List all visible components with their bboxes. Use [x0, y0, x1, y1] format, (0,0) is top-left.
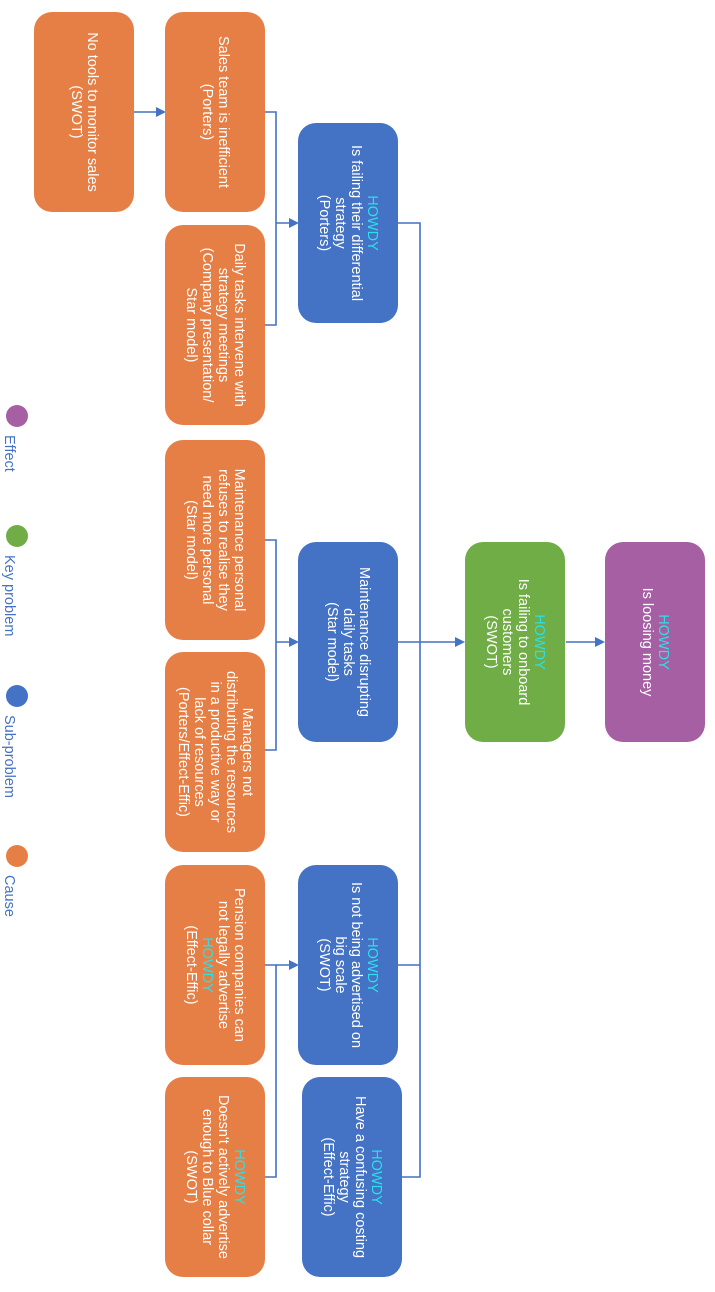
- node-text: Doesn't actively advertise: [215, 1095, 231, 1259]
- subproblem-maintenance-disrupting: Maintenance disrupting daily tasks (Star…: [298, 542, 398, 742]
- node-text: Is failing to onboard: [515, 578, 531, 706]
- node-text: (Porters): [316, 194, 332, 252]
- node-text: distributing the resources: [223, 671, 239, 833]
- node-text: No tools to monitor sales: [84, 32, 100, 192]
- howdy-label: HOWDY: [364, 195, 380, 251]
- subproblem-costing: HOWDY Have a confusing costing strategy …: [302, 1077, 402, 1277]
- node-text: Star model): [183, 287, 199, 363]
- node-text: lack of resources: [191, 697, 207, 807]
- sub-problem-swatch-icon: [6, 685, 28, 707]
- cause-maintenance-personal: Maintenance personal refuses to realise …: [165, 440, 265, 640]
- node-text: (Company presentation/: [199, 247, 215, 403]
- legend-label: Sub-problem: [1, 715, 17, 799]
- cause-no-tools: No tools to monitor sales (SWOT): [34, 12, 134, 212]
- node-text: customers: [499, 608, 515, 676]
- node-text: (Effect-Effic): [183, 925, 199, 1005]
- effect-swatch-icon: [6, 405, 28, 427]
- node-text: Maintenance personal: [231, 468, 247, 612]
- node-text: strategy meetings: [215, 267, 231, 383]
- node-text: (SWOT): [316, 938, 332, 992]
- node-text: refuses to realise they: [215, 469, 231, 611]
- node-text: Pension companies can: [231, 888, 247, 1042]
- arrow-causes-to-maintenance: [265, 539, 277, 751]
- node-text: (SWOT): [183, 1150, 199, 1204]
- howdy-label: HOWDY: [368, 1149, 384, 1205]
- node-text: in a productive way or: [207, 681, 223, 823]
- node-text: big scale: [332, 936, 348, 994]
- howdy-label: HOWDY: [655, 614, 671, 670]
- arrow-causes-to-not-advertised: [265, 964, 277, 1178]
- node-text: Is failing their differential: [348, 144, 364, 302]
- node-text: Sales team is inefficient: [215, 35, 231, 189]
- node-text: (Effect-Effic): [320, 1137, 336, 1217]
- legend-label: Effect: [1, 435, 17, 472]
- cause-sales-team: Sales team is inefficient (Porters): [165, 12, 265, 212]
- node-text: (SWOT): [483, 615, 499, 669]
- node-text: need more personal: [199, 475, 215, 605]
- node-text: strategy: [332, 197, 348, 249]
- node-text: Maintenance disrupting: [356, 567, 372, 717]
- node-text: strategy: [336, 1151, 352, 1203]
- node-text: (Porters): [199, 83, 215, 141]
- arrow-causes-to-differential: [265, 111, 277, 326]
- node-text: Daily tasks intervene with: [231, 243, 247, 407]
- node-text: Have a confusing costing: [352, 1095, 368, 1259]
- node-text: not legally advertise: [215, 900, 231, 1030]
- howdy-label: HOWDY: [199, 937, 215, 993]
- key-problem-onboard: HOWDY Is failing to onboard customers (S…: [465, 542, 565, 742]
- node-text: Is not being advertised on: [348, 881, 364, 1049]
- howdy-label: HOWDY: [231, 1149, 247, 1205]
- node-text: (Porters/Effect-Effic): [175, 687, 191, 817]
- subproblem-not-advertised: HOWDY Is not being advertised on big sca…: [298, 865, 398, 1065]
- cause-managers: Managers not distributing the resources …: [165, 652, 265, 852]
- key-problem-swatch-icon: [6, 525, 28, 547]
- node-text: Is loosing money: [639, 587, 655, 697]
- cause-swatch-icon: [6, 845, 28, 867]
- howdy-label: HOWDY: [531, 614, 547, 670]
- node-text: Managers not: [239, 707, 255, 797]
- node-text: (SWOT): [68, 85, 84, 139]
- cause-pension: Pension companies can not legally advert…: [165, 865, 265, 1065]
- cause-doesnt-advertise: HOWDY Doesn't actively advertise enough …: [165, 1077, 265, 1277]
- howdy-label: HOWDY: [364, 937, 380, 993]
- node-text: (Star model): [324, 602, 340, 682]
- legend-label: Cause: [1, 875, 17, 917]
- node-text: enough to Blue collar: [199, 1108, 215, 1246]
- cause-daily-tasks: Daily tasks intervene with strategy meet…: [165, 225, 265, 425]
- node-text: (Star model): [183, 500, 199, 580]
- legend-label: Key problem: [1, 555, 17, 637]
- subproblem-differential: HOWDY Is failing their differential stra…: [298, 123, 398, 323]
- arrow-subproblems-to-onboard: [398, 222, 421, 1178]
- node-text: daily tasks: [340, 608, 356, 676]
- effect-loosing-money: HOWDY Is loosing money: [605, 542, 705, 742]
